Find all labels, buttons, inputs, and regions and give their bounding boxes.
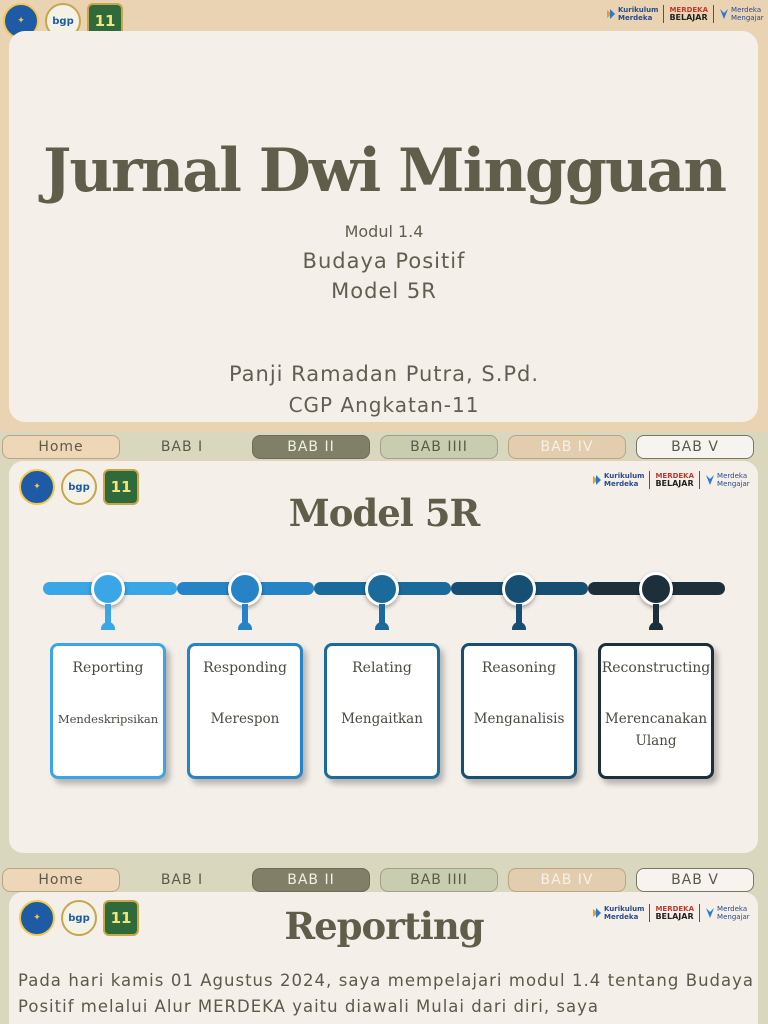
timeline-node bbox=[91, 572, 125, 606]
bgp-logo: bgp bbox=[61, 469, 97, 505]
timeline-node bbox=[228, 572, 262, 606]
nav-bar: Home BAB I BAB II BAB IIII BAB IV BAB V bbox=[0, 432, 768, 460]
timeline-connector-foot bbox=[238, 622, 252, 630]
timeline-connector bbox=[516, 604, 522, 626]
step-title: Reporting bbox=[72, 660, 144, 676]
nav-bab2-button[interactable]: BAB II bbox=[252, 435, 370, 459]
cgp-angkatan-11-logo: 11 bbox=[103, 469, 139, 505]
reporting-paragraph: Pada hari kamis 01 Agustus 2024, saya me… bbox=[18, 971, 754, 1016]
timeline-connector bbox=[653, 604, 659, 626]
bgp-logo: bgp bbox=[61, 900, 97, 936]
timeline-connector bbox=[105, 604, 111, 626]
step-description: Mendeskripsikan bbox=[57, 712, 159, 726]
timeline-connector bbox=[379, 604, 385, 626]
step-title: Relating bbox=[352, 660, 412, 676]
timeline-connector bbox=[242, 604, 248, 626]
nav-bab5-button[interactable]: BAB V bbox=[636, 435, 754, 459]
logo-group-left: ✦ bgp 11 bbox=[19, 900, 139, 936]
timeline-node bbox=[365, 572, 399, 606]
timeline-node bbox=[502, 572, 536, 606]
step-description: Mengaitkan bbox=[341, 711, 423, 727]
title-card bbox=[9, 31, 758, 422]
timeline-connector-foot bbox=[649, 622, 663, 630]
module-label: Modul 1.4 bbox=[344, 222, 424, 241]
nav-bab4-button[interactable]: BAB IV bbox=[508, 435, 626, 459]
timeline-node bbox=[639, 572, 673, 606]
nav-bab5-button[interactable]: BAB V bbox=[636, 868, 754, 892]
nav-bab1-button[interactable]: BAB I bbox=[160, 439, 204, 455]
tut-wuri-handayani-logo: ✦ bbox=[19, 469, 55, 505]
subtitle-topic: Budaya Positif bbox=[302, 249, 466, 273]
nav-bab3-button[interactable]: BAB IIII bbox=[380, 435, 498, 459]
nav-home-button[interactable]: Home bbox=[2, 868, 120, 892]
nav-home-button[interactable]: Home bbox=[2, 435, 120, 459]
nav-bar: Home BAB I BAB II BAB IIII BAB IV BAB V bbox=[0, 865, 768, 893]
subtitle-model: Model 5R bbox=[331, 279, 437, 303]
step-description: Merencanakan Ulang bbox=[604, 711, 708, 749]
nav-bab2-button[interactable]: BAB II bbox=[252, 868, 370, 892]
cgp-angkatan-11-logo: 11 bbox=[103, 900, 139, 936]
logo-group-left: ✦ bgp 11 bbox=[19, 469, 139, 505]
nav-bab3-button[interactable]: BAB IIII bbox=[380, 868, 498, 892]
timeline-connector-foot bbox=[101, 622, 115, 630]
nav-bab1-button[interactable]: BAB I bbox=[160, 872, 204, 888]
step-title: Responding bbox=[203, 660, 287, 676]
step-title: Reconstructing bbox=[601, 660, 711, 676]
page-title: Jurnal Dwi Mingguan bbox=[42, 136, 727, 206]
step-title: Reasoning bbox=[481, 660, 557, 676]
nav-bab4-button[interactable]: BAB IV bbox=[508, 868, 626, 892]
model-title: Model 5R bbox=[288, 491, 480, 535]
tut-wuri-handayani-logo: ✦ bbox=[19, 900, 55, 936]
author-name: Panji Ramadan Putra, S.Pd. bbox=[228, 362, 540, 386]
step-description: Merespon bbox=[210, 711, 280, 727]
timeline-connector-foot bbox=[512, 622, 526, 630]
step-description: Menganalisis bbox=[473, 711, 565, 727]
reporting-title: Reporting bbox=[284, 904, 484, 948]
cohort-label: CGP Angkatan-11 bbox=[288, 393, 480, 417]
timeline-connector-foot bbox=[375, 622, 389, 630]
